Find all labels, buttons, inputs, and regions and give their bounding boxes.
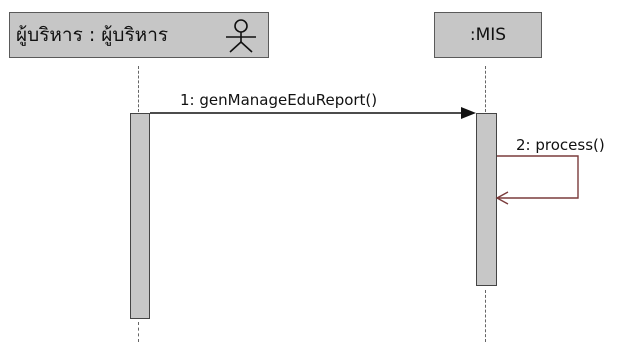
actor-object-box: ผู้บริหาร : ผู้บริหาร <box>9 12 269 58</box>
actor-stick-figure-icon <box>226 19 256 53</box>
system-object-label: :MIS <box>469 25 507 45</box>
actor-activation-bar <box>130 113 150 319</box>
message-1-arrowhead <box>461 107 476 119</box>
system-object-box: :MIS <box>434 12 542 58</box>
actor-object-label: ผู้บริหาร : ผู้บริหาร <box>16 24 169 46</box>
message-2-arrowhead <box>495 191 509 205</box>
actor-lifeline-bottom <box>138 322 139 342</box>
message-2-self-loop <box>497 155 579 199</box>
message-2-label: 2: process() <box>516 136 605 154</box>
system-lifeline-bottom <box>485 290 486 342</box>
system-activation-bar <box>476 113 497 286</box>
message-1-label: 1: genManageEduReport() <box>180 91 378 109</box>
actor-lifeline-top <box>138 66 139 112</box>
system-lifeline-top <box>485 66 486 112</box>
